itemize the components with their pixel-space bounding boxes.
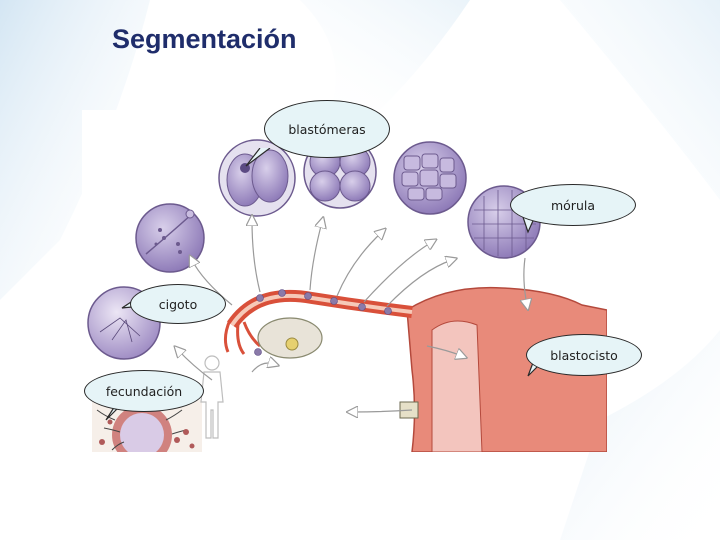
- blastomeres-two: [218, 139, 296, 217]
- uterus-and-tube: [223, 286, 607, 452]
- label-blastomeras-text: blastómeras: [288, 121, 366, 137]
- label-fecundacion-text: fecundación: [105, 383, 183, 399]
- callout-tail-blastomeras: [245, 148, 271, 167]
- label-cigoto: cigoto: [130, 284, 226, 324]
- label-fecundacion: fecundación: [84, 370, 204, 412]
- diagram-illustration: [87, 135, 607, 452]
- label-morula: mórula: [510, 184, 636, 226]
- woman-silhouette: [200, 355, 224, 439]
- development-arrows: [178, 220, 527, 412]
- label-blastocisto: blastocisto: [526, 334, 642, 376]
- blastomeres-eight: [393, 141, 467, 215]
- label-cigoto-text: cigoto: [158, 296, 198, 312]
- two-cell-stage: [135, 203, 205, 273]
- page-title: Segmentación: [112, 24, 297, 54]
- label-morula-text: mórula: [550, 197, 596, 213]
- label-blastomeras: blastómeras: [264, 100, 390, 158]
- label-blastocisto-text: blastocisto: [550, 347, 618, 363]
